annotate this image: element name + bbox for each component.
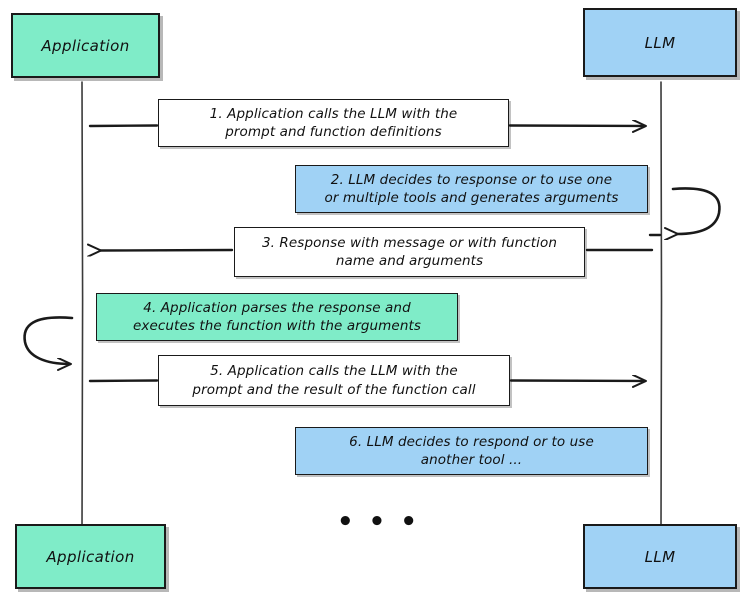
message-5-line-1: 5. Application calls the LLM with the bbox=[210, 363, 458, 380]
actor-application-bottom-label: Application bbox=[46, 547, 135, 566]
message-4-line-1: 4. Application parses the response and bbox=[143, 299, 411, 316]
message-2-text: 2. LLM decides to response or to use one… bbox=[325, 171, 619, 207]
continuation-ellipsis: • • • bbox=[337, 507, 420, 537]
lifeline-llm bbox=[660, 81, 663, 531]
actor-application-bottom[interactable]: Application bbox=[15, 524, 166, 589]
lifeline-application bbox=[81, 81, 84, 531]
message-3-text: 3. Response with message or with functio… bbox=[262, 234, 557, 270]
message-3-line-2: name and arguments bbox=[335, 253, 484, 269]
message-3-line-1: 3. Response with message or with functio… bbox=[261, 234, 558, 251]
message-6-text: 6. LLM decides to respond or to use anot… bbox=[349, 433, 594, 469]
message-2-line-1: 2. LLM decides to response or to use one bbox=[330, 171, 613, 188]
message-4-text: 4. Application parses the response and e… bbox=[133, 299, 421, 335]
actor-application-top-label: Application bbox=[41, 36, 130, 55]
message-1-line-2: prompt and function definitions bbox=[225, 124, 442, 140]
message-box-1[interactable]: 1. Application calls the LLM with the pr… bbox=[158, 99, 509, 147]
message-5-line-2: prompt and the result of the function ca… bbox=[192, 381, 476, 398]
arrow-message-4-self-loop bbox=[23, 316, 74, 364]
actor-llm-bottom-label: LLM bbox=[644, 547, 676, 566]
message-1-text: 1. Application calls the LLM with the pr… bbox=[210, 105, 458, 141]
message-4-line-2: executes the function with the arguments bbox=[132, 318, 422, 334]
actor-llm-top[interactable]: LLM bbox=[583, 8, 737, 77]
message-box-2[interactable]: 2. LLM decides to response or to use one… bbox=[295, 165, 648, 213]
actor-application-top[interactable]: Application bbox=[11, 13, 160, 78]
arrow-message-2-self-loop bbox=[648, 187, 721, 235]
message-box-6[interactable]: 6. LLM decides to respond or to use anot… bbox=[295, 427, 648, 475]
message-box-4[interactable]: 4. Application parses the response and e… bbox=[96, 293, 458, 341]
message-2-line-2: or multiple tools and generates argument… bbox=[324, 190, 619, 206]
actor-llm-bottom[interactable]: LLM bbox=[583, 524, 737, 589]
message-box-3[interactable]: 3. Response with message or with functio… bbox=[234, 227, 585, 277]
message-1-line-1: 1. Application calls the LLM with the bbox=[209, 105, 458, 122]
message-6-line-2: another tool ... bbox=[420, 452, 523, 468]
message-5-text: 5. Application calls the LLM with the pr… bbox=[192, 362, 475, 398]
actor-llm-top-label: LLM bbox=[644, 33, 676, 52]
message-6-line-1: 6. LLM decides to respond or to use bbox=[349, 433, 594, 450]
message-box-5[interactable]: 5. Application calls the LLM with the pr… bbox=[158, 355, 510, 406]
